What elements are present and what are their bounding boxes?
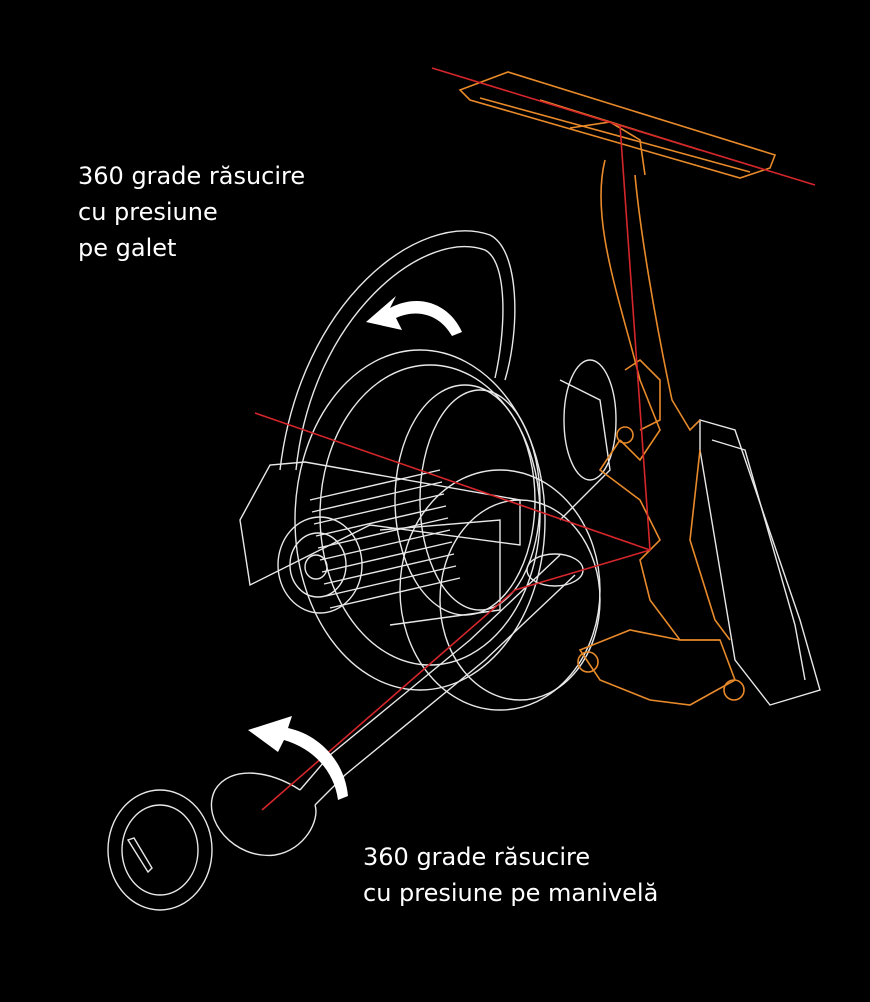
roller-axis-line xyxy=(431,67,816,186)
handle-axis-line xyxy=(261,549,651,811)
stem-axis-line xyxy=(619,124,651,551)
rotation-arrow-icon xyxy=(248,716,348,800)
spool-axis-line xyxy=(254,412,651,551)
handle-annotation-line-2: cu presiune pe manivelă xyxy=(363,879,659,907)
bail-arm xyxy=(279,230,516,471)
reel-body xyxy=(559,359,821,706)
spool xyxy=(294,349,601,711)
handle xyxy=(107,553,584,911)
handle-rotation-annotation: 360 grade răsucire cu presiune pe manive… xyxy=(363,839,658,911)
line-roller xyxy=(239,461,521,626)
handle-annotation-line-1: 360 grade răsucire xyxy=(363,843,591,871)
reel-frame xyxy=(458,71,777,706)
rotation-arrow-icon xyxy=(366,296,462,336)
roller-rotation-annotation: 360 grade răsucire cu presiune pe galet xyxy=(78,158,305,266)
roller-annotation-line-1: 360 grade răsucire xyxy=(78,162,306,190)
roller-annotation-line-3: pe galet xyxy=(78,234,177,262)
rotation-axes xyxy=(254,67,816,811)
roller-annotation-line-2: cu presiune xyxy=(78,198,218,226)
